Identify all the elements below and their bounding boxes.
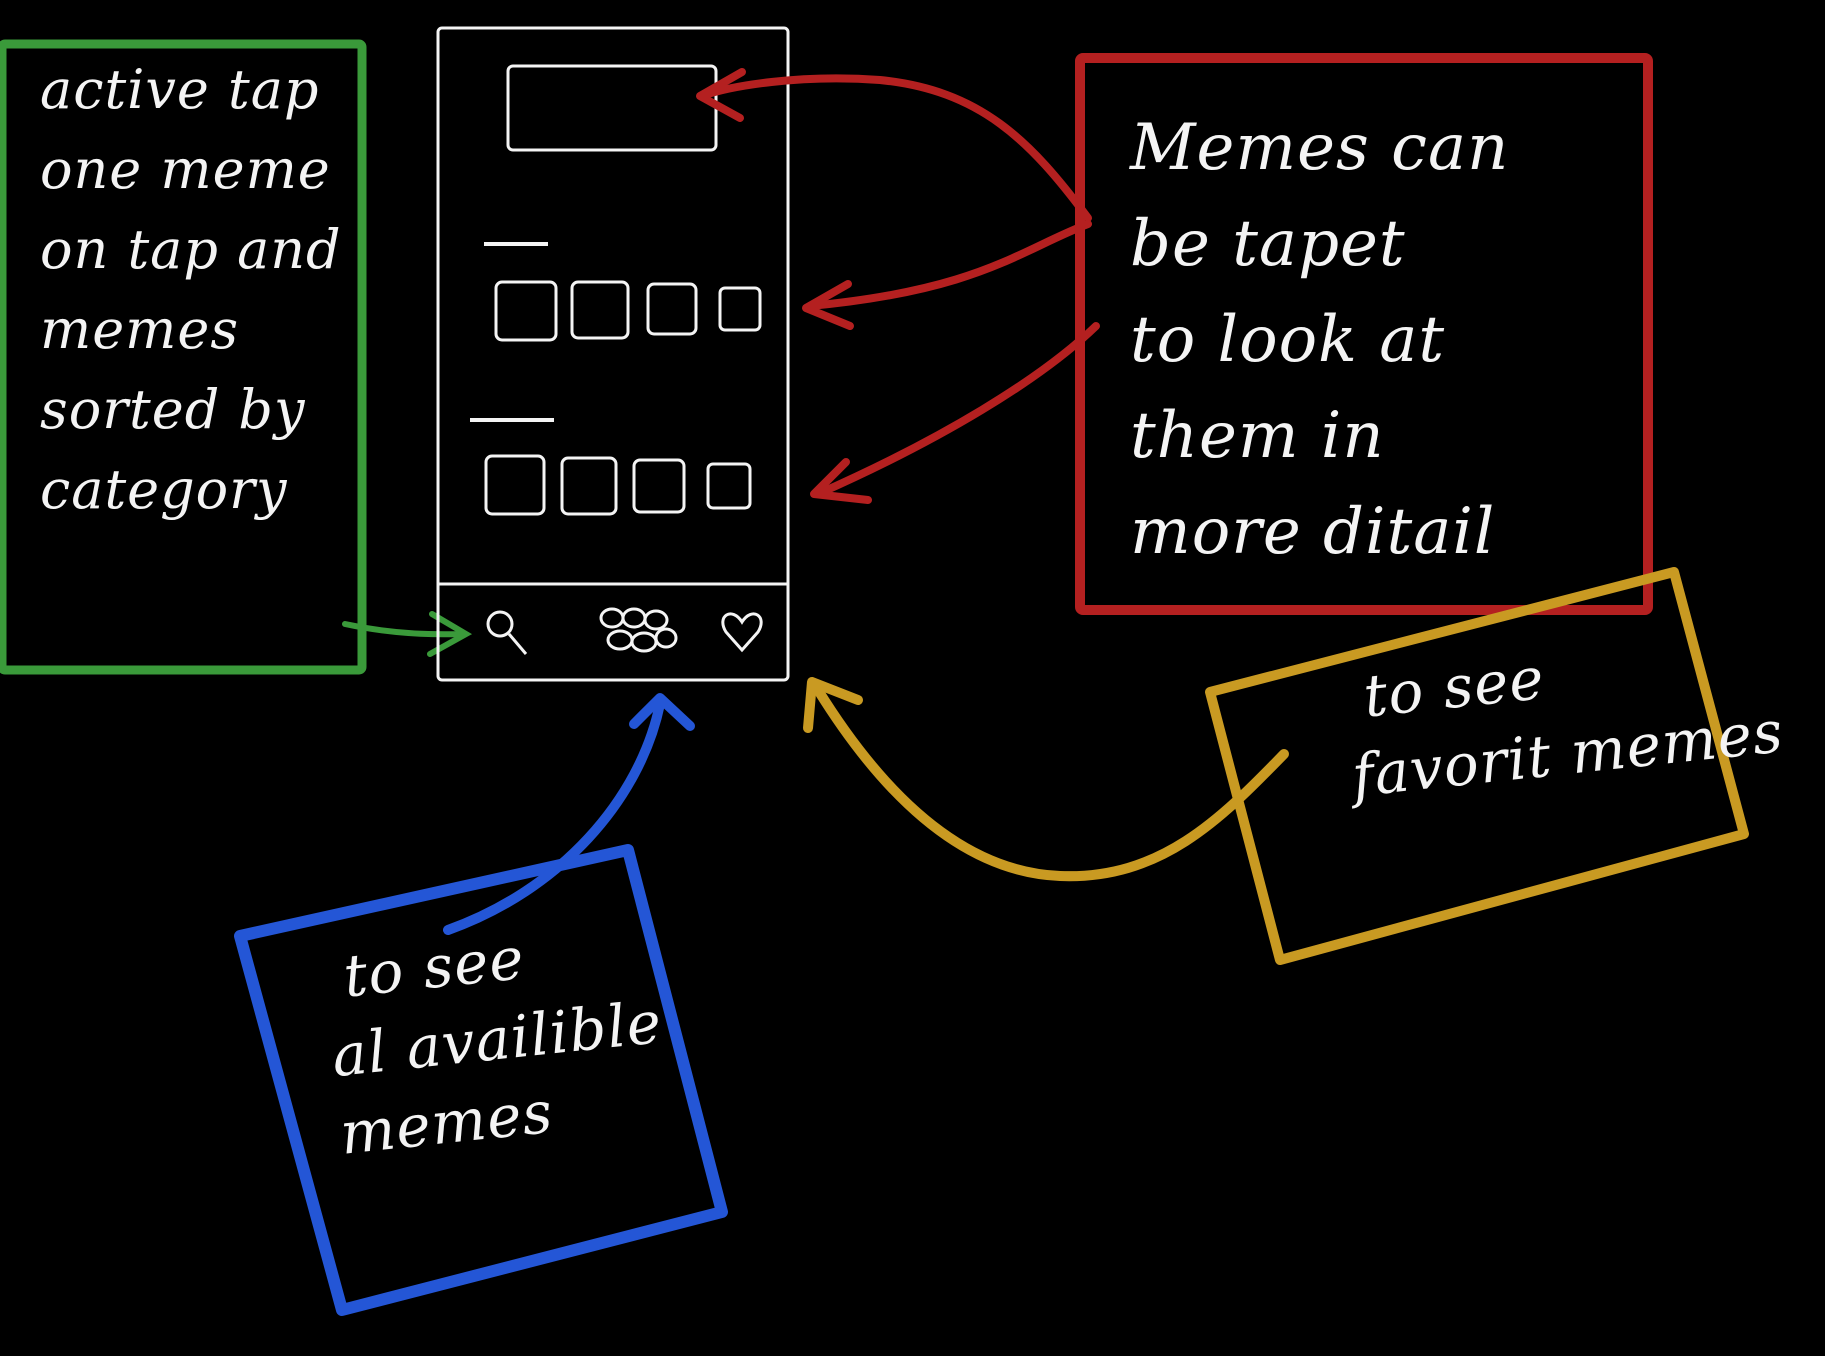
note-red: Memes can be tapet to look at them in mo… [1130,100,1509,580]
red-arrow-row-1 [806,220,1092,310]
grid-icon [599,607,678,653]
meme-tile [718,286,762,332]
meme-tile [560,456,618,516]
red-arrow-row-2 [814,322,1100,498]
green-box [0,39,367,675]
red-arrow-banner [698,74,1092,222]
note-green: active tap one meme on tap and memes sor… [40,50,342,530]
meme-tile [706,462,752,510]
note-line: on tap and [40,218,342,281]
red-arrows [696,68,1100,504]
heart-icon [721,612,763,653]
meme-tile [570,280,630,340]
yellow-box [1205,567,1749,965]
note-line: to look at [1130,303,1446,377]
yellow-arrow [803,677,1289,882]
note-line: one meme [40,138,331,201]
note-line: Memes can [1130,111,1510,185]
note-blue: to see al availible memes [320,905,674,1172]
green-arrow [342,611,473,657]
note-line: be tapet [1130,207,1406,281]
note-line: more ditail [1130,495,1496,569]
meme-tile [646,282,698,336]
blue-arrow [443,693,695,935]
note-line: them in [1130,399,1385,473]
banner-placeholder [506,64,718,152]
meme-tile [494,280,558,342]
note-line: active tap [40,58,320,121]
phone-wireframe [436,26,790,682]
meme-tile [632,458,686,514]
blue-box [234,844,728,1316]
note-line: sorted by [40,378,306,441]
phone-frame [436,26,790,682]
meme-tile [484,454,546,516]
note-line: memes [40,298,240,361]
search-icon [486,610,528,655]
red-box [1075,53,1653,615]
note-line: category [40,458,288,521]
